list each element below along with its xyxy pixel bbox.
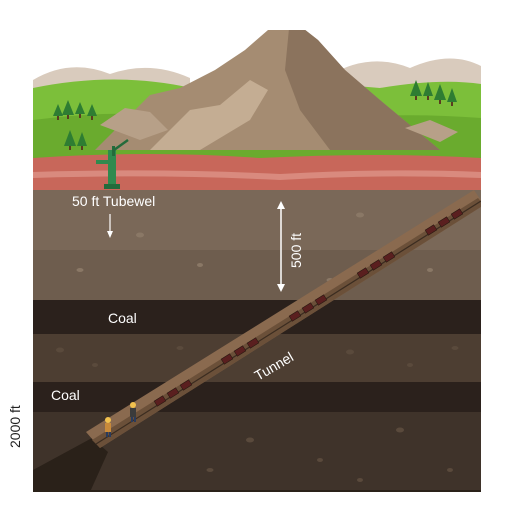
coal-seam-lower [33, 382, 481, 412]
pebbles [56, 346, 459, 482]
depth-500-arrow [277, 201, 285, 292]
tubewell-depth-arrow [107, 214, 113, 238]
clay-layer [33, 154, 481, 190]
mountain-rock-left [100, 108, 168, 140]
clay-streak [33, 170, 481, 180]
ground-base [33, 490, 481, 492]
tubewell-pump-icon [96, 138, 129, 189]
mountain-highlight [150, 80, 268, 150]
topsoil-deep [33, 250, 481, 300]
depth-500-label: 500 ft [288, 233, 304, 268]
mine-cart-icon [153, 208, 464, 407]
tree-icon [53, 80, 457, 150]
miner-icon [105, 402, 136, 437]
depth-2000-label: 2000 ft [7, 405, 23, 448]
tubewell-label: 50 ft Tubewel [72, 193, 155, 209]
coal-lower-label: Coal [51, 387, 80, 403]
mountain-rock-right [405, 120, 458, 142]
mountain-shadow [285, 30, 440, 150]
coal-upper-label: Coal [108, 310, 137, 326]
tunnel-shadow [33, 438, 108, 492]
